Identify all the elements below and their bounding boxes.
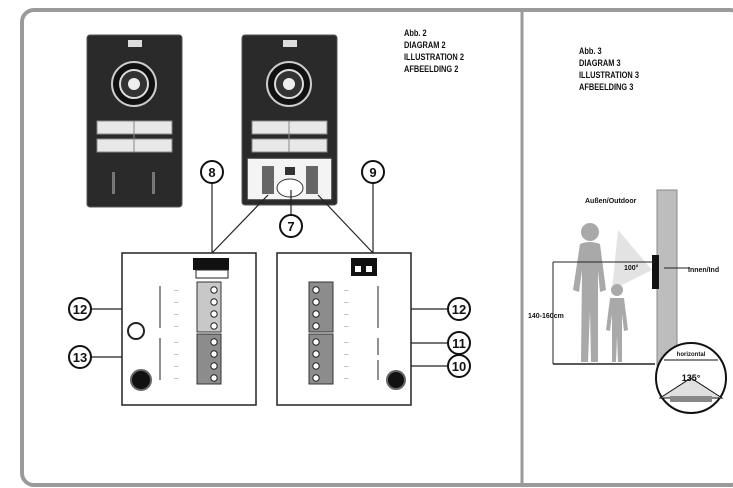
terminal-label: --- bbox=[344, 288, 349, 293]
horizontal-label: horizontal bbox=[677, 352, 706, 358]
child-person-icon bbox=[606, 284, 628, 362]
caption-line: Abb. 3 bbox=[579, 46, 602, 57]
door-station-front bbox=[86, 34, 183, 208]
door-station-icon bbox=[652, 255, 659, 289]
figure-2-caption: Abb. 2 DIAGRAM 2 ILLUSTRATION 2 AFBEELDI… bbox=[404, 28, 464, 76]
terminal-label: --- bbox=[174, 352, 179, 357]
right-terminal-module: --- --- --- --- --- --- --- --- bbox=[276, 252, 412, 406]
callout-12-left: 12 bbox=[68, 297, 92, 321]
callout-13: 13 bbox=[68, 345, 92, 369]
page-frame bbox=[20, 8, 733, 487]
connector-icon bbox=[351, 258, 377, 276]
callout-number: 12 bbox=[452, 302, 466, 317]
terminal-block bbox=[262, 166, 274, 194]
terminal-label: --- bbox=[174, 288, 179, 293]
terminal-block bbox=[306, 166, 318, 194]
outdoor-label: Außen/Outdoor bbox=[585, 198, 637, 205]
callout-number: 11 bbox=[452, 336, 466, 351]
callout-8: 8 bbox=[200, 160, 224, 184]
callout-number: 9 bbox=[369, 165, 376, 180]
wall bbox=[656, 189, 678, 366]
callout-12-right: 12 bbox=[447, 297, 471, 321]
caption-line: AFBEELDING 2 bbox=[404, 64, 459, 75]
screw-hole-icon bbox=[127, 322, 145, 340]
indoor-label: Innen/Ind bbox=[688, 267, 719, 274]
status-led-icon bbox=[128, 40, 142, 47]
terminal-label: --- bbox=[344, 340, 349, 345]
caption-line: Abb. 2 bbox=[404, 28, 427, 39]
caption-line: ILLUSTRATION 2 bbox=[404, 52, 464, 63]
terminal-label: --- bbox=[174, 340, 179, 345]
caption-line: ILLUSTRATION 3 bbox=[579, 70, 639, 81]
callout-number: 8 bbox=[208, 165, 215, 180]
callout-number: 10 bbox=[452, 359, 466, 374]
callout-number: 13 bbox=[73, 350, 87, 365]
callout-number: 12 bbox=[73, 302, 87, 317]
terminal-label: --- bbox=[174, 364, 179, 369]
vertical-angle-label: 100° bbox=[624, 264, 639, 272]
mounting-post-icon bbox=[130, 369, 152, 391]
terminal-label: --- bbox=[344, 300, 349, 305]
callout-10: 10 bbox=[447, 354, 471, 378]
terminal-label: --- bbox=[174, 376, 179, 381]
callout-number: 7 bbox=[287, 219, 294, 234]
callout-7: 7 bbox=[279, 214, 303, 238]
status-led-icon bbox=[283, 40, 297, 47]
terminal-label: --- bbox=[174, 300, 179, 305]
caption-line: DIAGRAM 2 bbox=[404, 40, 446, 51]
terminal-label: --- bbox=[344, 364, 349, 369]
terminal-label: --- bbox=[344, 376, 349, 381]
left-terminal-module: --- --- --- --- --- --- --- --- bbox=[121, 252, 257, 406]
callout-11: 11 bbox=[447, 331, 471, 355]
terminal-label: --- bbox=[344, 352, 349, 357]
connector-icon bbox=[193, 258, 229, 270]
mounting-height-figure: horizontal 135° Außen/Outdoor Innen/Ind … bbox=[528, 189, 727, 414]
view-cone-vertical bbox=[612, 230, 652, 290]
door-station-rear bbox=[241, 34, 338, 206]
caption-line: AFBEELDING 3 bbox=[579, 82, 634, 93]
horizontal-angle-label: 135° bbox=[682, 373, 701, 383]
caption-line: DIAGRAM 3 bbox=[579, 58, 621, 69]
callout-9: 9 bbox=[361, 160, 385, 184]
terminal-label: --- bbox=[344, 324, 349, 329]
terminal-label: --- bbox=[344, 312, 349, 317]
terminal-label: --- bbox=[174, 312, 179, 317]
horizontal-angle-graphic: horizontal 135° bbox=[655, 342, 727, 414]
height-label: 140-160cm bbox=[528, 313, 564, 320]
figure-3-caption: Abb. 3 DIAGRAM 3 ILLUSTRATION 3 AFBEELDI… bbox=[579, 46, 639, 94]
mounting-post-icon bbox=[386, 370, 406, 390]
terminal-label: --- bbox=[174, 324, 179, 329]
adult-person-icon bbox=[573, 223, 606, 362]
